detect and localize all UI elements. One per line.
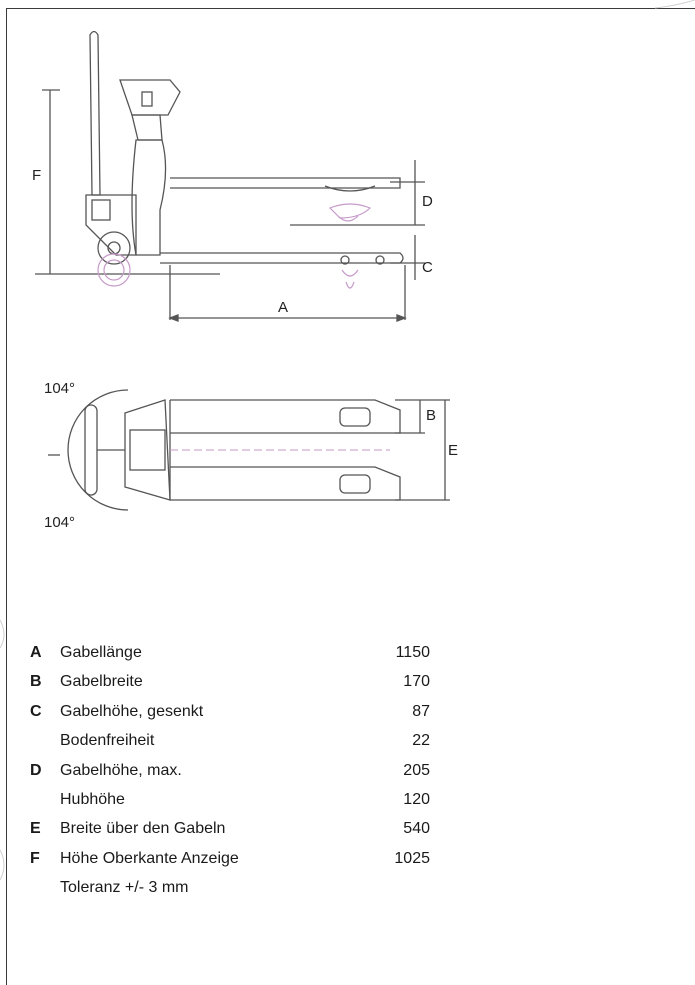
spec-letter: A (30, 644, 42, 661)
spec-label: Gabellänge (60, 644, 142, 661)
spec-value: 87 (412, 702, 430, 720)
angle-label-top: 104° (44, 380, 75, 397)
spec-row: C Gabelhöhe, gesenkt 87 (30, 702, 430, 731)
pump-head (119, 79, 181, 116)
spec-row: A Gabellänge 1150 (30, 643, 430, 672)
fork-raised (170, 177, 401, 189)
spec-label: Bodenfreiheit (60, 732, 155, 750)
handle-bar (89, 30, 101, 196)
spec-row: E Breite über den Gabeln 540 (30, 819, 430, 848)
spec-row: Bodenfreiheit 22 (30, 731, 430, 760)
dim-label-e: E (448, 442, 458, 459)
spec-value: 22 (412, 732, 430, 750)
spec-letter: C (30, 702, 42, 720)
fork-lowered (160, 252, 404, 264)
phantom-wheel (97, 253, 131, 287)
phantom-load-cell-lower (341, 269, 359, 289)
phantom-load-cell-upper (328, 203, 372, 219)
top-view-drawing: 104° 104° B E (44, 380, 458, 531)
spec-row: D Gabelhöhe, max. 205 (30, 761, 430, 790)
handle-topview (84, 404, 98, 496)
body-topview (124, 399, 171, 501)
spec-value: 1150 (395, 644, 430, 661)
angle-label-bottom: 104° (44, 514, 75, 531)
spec-label: Hubhöhe (60, 790, 125, 808)
tolerance-row: Toleranz +/- 3 mm (30, 878, 430, 907)
page-frame (6, 8, 695, 985)
spec-letter: D (30, 761, 42, 779)
spec-label: Breite über den Gabeln (60, 820, 226, 838)
spec-label: Gabelbreite (60, 673, 143, 691)
spec-row: F Höhe Oberkante Anzeige 1025 (30, 849, 430, 878)
dim-label-c: C (422, 259, 433, 276)
spec-value: 540 (403, 820, 430, 838)
dim-label-f: F (32, 167, 41, 184)
spec-value: 120 (403, 790, 430, 808)
spec-label: Gabelhöhe, max. (60, 761, 182, 779)
dim-label-d: D (422, 193, 433, 210)
spec-row: B Gabelbreite 170 (30, 672, 430, 701)
side-view-drawing: F D C A (32, 30, 433, 322)
spec-label: Höhe Oberkante Anzeige (60, 849, 239, 867)
spec-letter: F (30, 849, 40, 867)
dim-label-b: B (426, 407, 436, 424)
spec-letter: E (30, 820, 41, 838)
steer-wheel (97, 231, 131, 265)
tolerance-note: Toleranz +/- 3 mm (60, 879, 189, 897)
fork-bottom (170, 466, 401, 501)
dim-label-a: A (278, 299, 288, 316)
spec-value: 1025 (394, 849, 430, 867)
fork-top (170, 399, 401, 434)
chassis (85, 194, 137, 256)
spec-value: 170 (403, 673, 430, 691)
spec-letter: B (30, 673, 42, 691)
spec-label: Gabelhöhe, gesenkt (60, 702, 204, 720)
lift-body (131, 139, 167, 256)
spec-value: 205 (403, 761, 430, 779)
spec-row: Hubhöhe 120 (30, 790, 430, 819)
steering-arc (67, 389, 129, 511)
spec-table: A Gabellänge 1150 B Gabelbreite 170 C Ga… (30, 643, 430, 908)
